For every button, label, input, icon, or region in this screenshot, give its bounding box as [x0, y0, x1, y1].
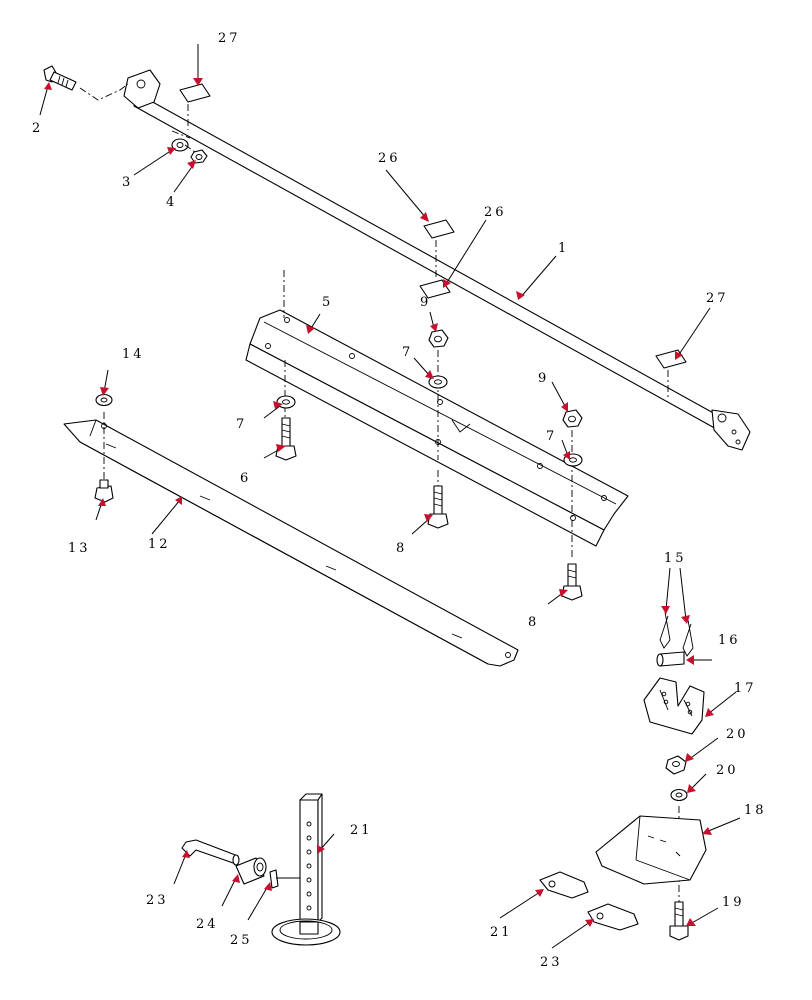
part-24-collar	[235, 857, 267, 885]
callout-12: 14	[122, 347, 145, 362]
callout-26: 26	[378, 151, 401, 166]
part-1-bar	[123, 69, 751, 451]
part-14-pin	[656, 651, 685, 667]
part-16-plate	[595, 815, 707, 885]
callout-21: 21	[350, 823, 373, 838]
part-11-bolt	[94, 479, 114, 503]
part-15-pins	[659, 611, 694, 657]
part-13-bracket	[643, 677, 705, 735]
part-7-washer-a	[276, 395, 296, 409]
callout-9: 9	[538, 371, 549, 386]
part-3-4-center-line	[171, 130, 196, 153]
callout-27: 27	[218, 31, 241, 46]
part-23-handle	[181, 839, 240, 866]
part-9-nut-a	[428, 329, 449, 348]
part-5-bracket	[245, 270, 629, 560]
callout-7: 7	[402, 345, 413, 360]
callout-20: 21	[490, 925, 513, 940]
callout-13: 17	[734, 681, 757, 696]
callout-27: 27	[706, 291, 729, 306]
part-8-bolt-a	[427, 485, 449, 529]
part-10-plate	[63, 412, 519, 667]
callout-16: 18	[744, 803, 767, 818]
decal-26-top	[423, 219, 455, 239]
callout-5: 5	[322, 295, 333, 310]
callout-18: 20	[716, 763, 739, 778]
callout-24: 24	[196, 917, 219, 932]
decal-27-right	[655, 349, 687, 369]
part-9-nut-b	[562, 409, 583, 428]
callout-labels: 27 1 2 3 4 26 26 27 5 9 14 7 9 7 7 6 8 1…	[32, 31, 767, 970]
part-19-nut	[665, 755, 687, 775]
part-4-nut	[190, 149, 208, 164]
callout-3: 3	[122, 175, 133, 190]
part-21-post	[271, 793, 341, 946]
part-17-bolt	[669, 901, 689, 941]
decal-26-bottom	[419, 279, 451, 299]
callout-10: 12	[148, 537, 171, 552]
callout-26: 26	[484, 205, 507, 220]
part-20-tab-a	[539, 871, 589, 899]
arrowheads	[44, 78, 714, 927]
decal-27-left	[179, 83, 211, 103]
callout-9: 9	[420, 295, 431, 310]
callout-7: 7	[546, 429, 557, 444]
callout-6: 6	[240, 471, 251, 486]
part-18-washer	[670, 788, 688, 802]
callout-17: 19	[722, 895, 745, 910]
callout-14: 16	[718, 633, 741, 648]
part-12-washer	[95, 393, 113, 407]
callout-19: 20	[726, 727, 749, 742]
callout-4: 4	[166, 195, 177, 210]
part-25-clip	[269, 869, 300, 889]
part-8-bolt-b	[561, 563, 583, 601]
part-20-tab-b	[587, 903, 639, 931]
leader-lines	[39, 44, 741, 949]
callout-2: 2	[32, 121, 43, 136]
callout-1: 1	[558, 241, 569, 256]
part-2-bolt	[43, 65, 129, 101]
callout-8: 8	[396, 541, 407, 556]
decal-center-lines	[187, 104, 669, 398]
callout-7: 7	[236, 417, 247, 432]
callout-8: 8	[528, 615, 539, 630]
callout-20: 23	[540, 955, 563, 970]
callout-25: 25	[230, 933, 253, 948]
part-6-bolt	[275, 417, 297, 461]
callout-11: 13	[68, 541, 91, 556]
callout-15: 15	[664, 551, 687, 566]
callout-23: 23	[146, 893, 169, 908]
part-7-washer-b	[428, 375, 448, 389]
